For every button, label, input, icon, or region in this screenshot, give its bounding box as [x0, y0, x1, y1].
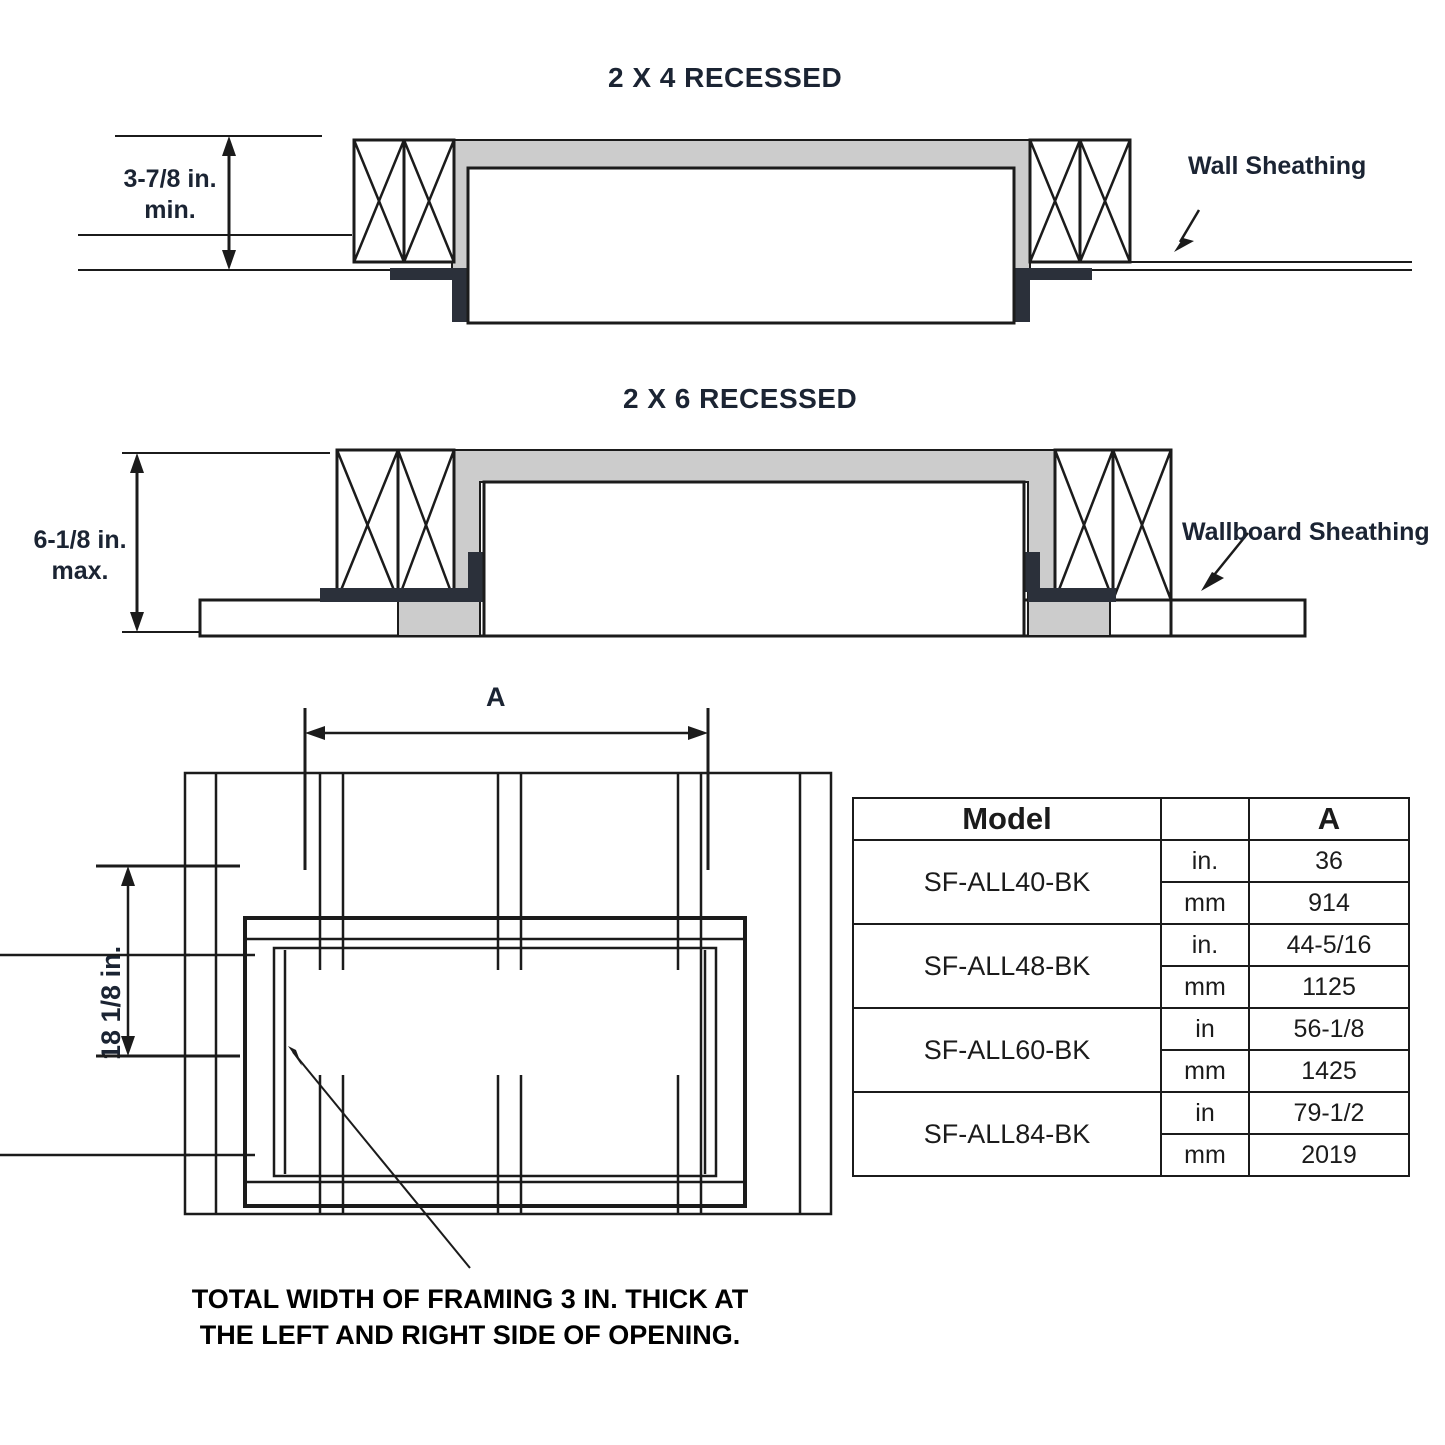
cell-unit-in: in.: [1160, 839, 1250, 883]
cell-unit-mm: mm: [1160, 1049, 1250, 1093]
callout-label-wallboard-sheathing: Wallboard Sheathing: [1182, 518, 1430, 546]
callout-arrow-wall-sheathing: [1174, 209, 1201, 252]
spec-table: Model A SF-ALL40-BK in. 36 mm 914 SF-ALL…: [852, 797, 1410, 1177]
header-a: A: [1248, 797, 1410, 841]
plan-studs: [318, 773, 703, 1214]
stud-left-2x4: [352, 138, 456, 264]
plan-height-dimension-arrow: [96, 864, 240, 1058]
cell-value-in: 56-1/8: [1248, 1007, 1410, 1051]
cell-unit-in: in.: [1160, 923, 1250, 967]
diagram-2x4-recessed: [0, 120, 1445, 350]
dimension-value-2x4: 3-7/8 in.: [123, 165, 217, 193]
section-title-2x6: 2 X 6 RECESSED: [623, 383, 858, 414]
plan-a-dimension: [303, 708, 710, 870]
cell-unit-mm: mm: [1160, 881, 1250, 925]
cell-value-in: 44-5/16: [1248, 923, 1410, 967]
framing-note: TOTAL WIDTH OF FRAMING 3 IN. THICK AT TH…: [0, 1282, 940, 1353]
callout-label-wall-sheathing: Wall Sheathing: [1188, 152, 1367, 180]
callout-arrow-wallboard-sheathing: [1201, 532, 1249, 591]
plan-note-leader: [288, 1046, 471, 1269]
cell-model-name: SF-ALL60-BK: [852, 1007, 1162, 1093]
dimension-qualifier-2x4: min.: [144, 196, 196, 225]
cell-model-name: SF-ALL40-BK: [852, 839, 1162, 925]
table-row: mm 914: [853, 881, 1410, 925]
plan-outer-frame: [183, 771, 833, 1216]
dimension-label-2x4: 3-7/8 in. min.: [115, 164, 225, 227]
header-model: Model: [852, 797, 1162, 841]
cell-unit-mm: mm: [1160, 965, 1250, 1009]
table-row: SF-ALL40-BK in. 36: [852, 839, 1410, 925]
cell-value-mm: 1425: [1248, 1049, 1410, 1093]
header-unit: [1160, 797, 1250, 841]
cell-model-name: SF-ALL84-BK: [852, 1091, 1162, 1177]
cell-value-mm: 2019: [1248, 1133, 1410, 1177]
cell-value-in: 79-1/2: [1248, 1091, 1410, 1135]
plan-width-dimension-label: A: [486, 682, 506, 712]
dimension-qualifier-2x6: max.: [51, 557, 109, 586]
cell-unit-in: in: [1160, 1007, 1250, 1051]
table-row: SF-ALL60-BK in 56-1/8: [852, 1007, 1410, 1093]
stud-right-2x4: [1028, 138, 1132, 264]
table-header-row: Model A: [852, 797, 1410, 841]
dimension-arrow-3-7-8: [222, 136, 236, 270]
dimension-label-2x6: 6-1/8 in. max.: [30, 525, 130, 588]
table-row: SF-ALL84-BK in 79-1/2: [852, 1091, 1410, 1177]
cell-value-mm: 1125: [1248, 965, 1410, 1009]
spec-table-container: Model A SF-ALL40-BK in. 36 mm 914 SF-ALL…: [852, 797, 1410, 1177]
plan-opening-box: [243, 916, 747, 1208]
framing-note-line2: THE LEFT AND RIGHT SIDE OF OPENING.: [199, 1319, 741, 1350]
table-row: SF-ALL48-BK in. 44-5/16: [852, 923, 1410, 1009]
table-row: mm 2019: [853, 1133, 1410, 1177]
cell-unit-mm: mm: [1160, 1133, 1250, 1177]
cell-unit-in: in: [1160, 1091, 1250, 1135]
table-row: mm 1425: [853, 1049, 1410, 1093]
cell-value-in: 36: [1248, 839, 1410, 883]
dimension-value-2x6: 6-1/8 in.: [33, 526, 127, 554]
dimension-arrow-6-1-8: [130, 453, 144, 632]
diagram-2x6-recessed: [0, 440, 1445, 660]
cell-value-mm: 914: [1248, 881, 1410, 925]
table-row: mm 1125: [853, 965, 1410, 1009]
plan-view-framing: [0, 690, 900, 1269]
framing-note-line1: TOTAL WIDTH OF FRAMING 3 IN. THICK AT: [191, 1284, 749, 1314]
cell-model-name: SF-ALL48-BK: [852, 923, 1162, 1009]
section-title-2x4: 2 X 4 RECESSED: [608, 62, 843, 93]
